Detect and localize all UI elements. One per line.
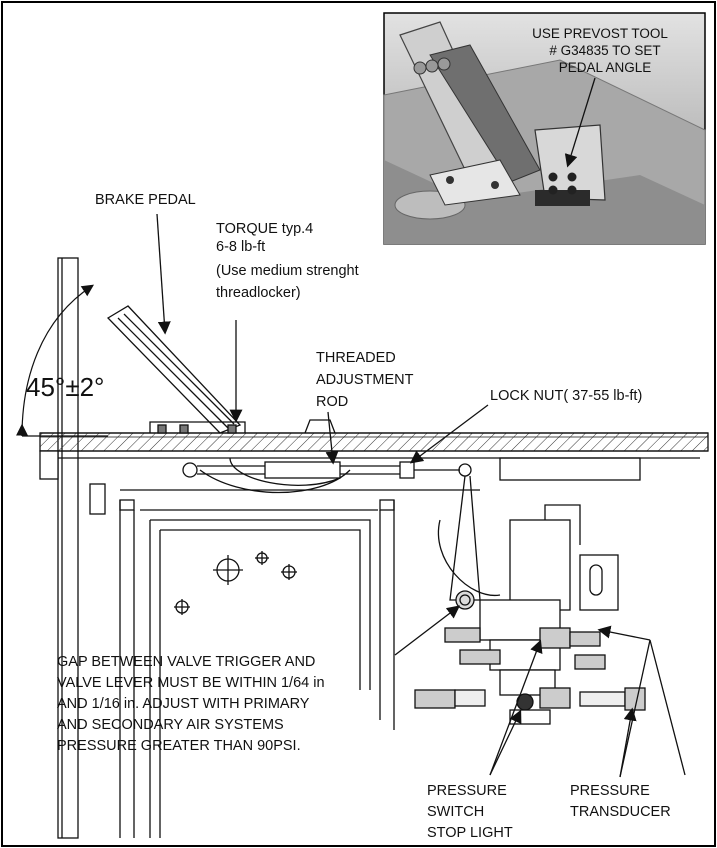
- angle-label: 45°±2°: [26, 372, 104, 402]
- threaded-rod-line-3: ROD: [316, 394, 348, 410]
- gap-note-arrow: [394, 605, 461, 656]
- torque-line-1: TORQUE typ.4: [216, 221, 313, 237]
- pressure-switch-line-2: SWITCH: [427, 804, 484, 820]
- lock-nut-arrow: [409, 404, 489, 464]
- pressure-switch-line-3: STOP LIGHT: [427, 825, 513, 841]
- inset-photo: USE PREVOST TOOL # G34835 TO SET PEDAL A…: [383, 12, 706, 245]
- main-drawing: [39, 257, 709, 839]
- angle-indicator: [16, 284, 108, 437]
- torque-line-2: 6-8 lb-ft: [216, 239, 265, 255]
- gap-note-line-5: PRESSURE GREATER THAN 90PSI.: [57, 738, 301, 754]
- torque-line-3: (Use medium strenght: [216, 263, 359, 279]
- lock-nut-label: LOCK NUT( 37-55 lb-ft): [490, 388, 642, 404]
- inset-arrow: [564, 77, 596, 168]
- threaded-rod-line-2: ADJUSTMENT: [316, 372, 414, 388]
- gap-note-line-1: GAP BETWEEN VALVE TRIGGER AND: [57, 654, 315, 670]
- pressure-transducer-line-2: TRANSDUCER: [570, 804, 671, 820]
- threaded-rod-arrow: [325, 411, 339, 465]
- pressure-transducer-arrow-1: [597, 625, 651, 641]
- gap-note-line-4: AND SECONDARY AIR SYSTEMS: [57, 717, 284, 733]
- torque-line-4: threadlocker): [216, 285, 301, 301]
- gap-note-line-3: AND 1/16 in. ADJUST WITH PRIMARY: [57, 696, 310, 712]
- brake-pedal-label: BRAKE PEDAL: [95, 192, 196, 208]
- threaded-rod-line-1: THREADED: [316, 350, 396, 366]
- inset-note-line-2: # G34835 TO SET: [549, 43, 660, 58]
- gap-note-line-2: VALVE LEVER MUST BE WITHIN 1/64 in: [57, 675, 325, 691]
- pressure-transducer-arrow-2: [619, 707, 637, 778]
- pressure-switch-arrow-1: [489, 639, 543, 776]
- pressure-switch-arrow-2: [489, 709, 522, 776]
- pressure-switch-line-1: PRESSURE: [427, 783, 507, 799]
- pressure-transducer-line-1: PRESSURE: [570, 783, 650, 799]
- inset-note-line-1: USE PREVOST TOOL: [532, 26, 668, 41]
- brake-pedal-arrow: [156, 213, 171, 335]
- inset-note-line-3: PEDAL ANGLE: [559, 60, 652, 75]
